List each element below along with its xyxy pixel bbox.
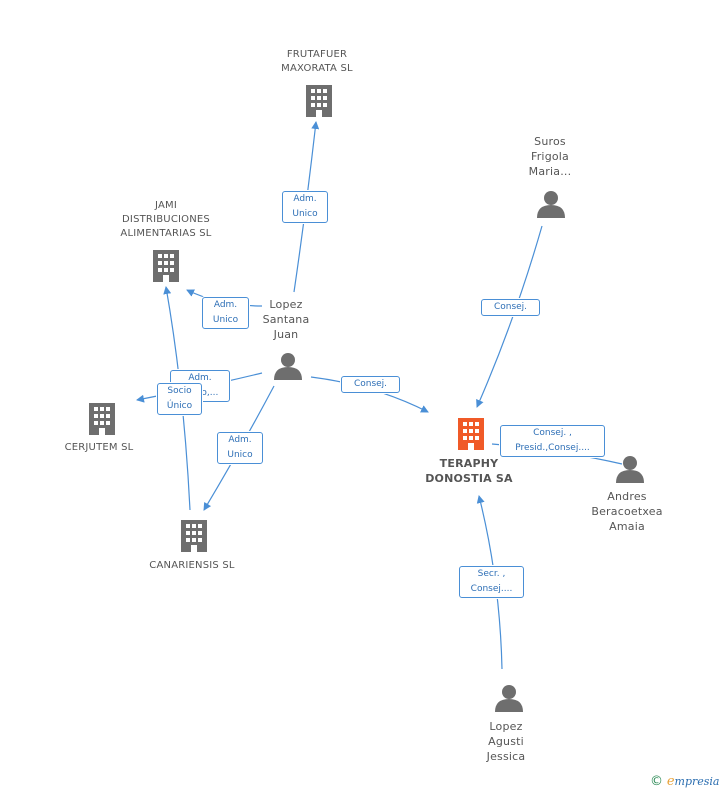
node-jami[interactable]: JAMI DISTRIBUCIONES ALIMENTARIAS SL [101, 199, 231, 241]
node-label-line: Frigola [530, 150, 569, 163]
edge-label-line: Consej. [353, 379, 388, 389]
edge-label-line: Unico [227, 450, 253, 460]
edge-label-line: Adm. [213, 300, 238, 310]
person-icon [537, 191, 565, 218]
node-andres[interactable]: Andres Beracoetxea Amaia [582, 489, 672, 534]
edge-label-adm-jami[interactable]: Adm. Unico [202, 297, 249, 329]
building-icon [153, 250, 179, 282]
edge-label-line: Adm. [188, 373, 212, 383]
node-cerjutem[interactable]: CERJUTEM SL [49, 441, 149, 455]
edge-label-line: Consej.... [470, 584, 513, 594]
building-icon-highlight [458, 418, 484, 450]
node-label-line: TERAPHY [439, 457, 499, 470]
building-icon [89, 403, 115, 435]
node-suros[interactable]: Suros Frigola Maria... [510, 134, 590, 179]
brand-name: mpresia [674, 775, 720, 788]
building-icon [181, 520, 207, 552]
edge-label-line: Presid.,Consej.... [515, 443, 590, 453]
empresia-logo: © empresia [650, 774, 720, 789]
edge-suros-teraphy [476, 225, 543, 408]
node-label-line: DONOSTIA SA [425, 472, 513, 485]
node-label-line: DISTRIBUCIONES [122, 214, 210, 225]
edge-label-line: Adm. [228, 435, 252, 445]
node-label-line: ALIMENTARIAS SL [120, 228, 212, 239]
node-label-line: FRUTAFUER [286, 49, 348, 60]
edge-label-line: Consej. [493, 302, 528, 312]
person-icon [274, 353, 302, 380]
edge-label-line: Socio [167, 386, 192, 396]
node-teraphy[interactable]: TERAPHY DONOSTIA SA [409, 456, 529, 486]
node-label-line: Santana [262, 313, 310, 326]
edge-label-adm-frutafuer[interactable]: Adm. Unico [282, 191, 328, 223]
node-label-line: Lopez [269, 298, 303, 311]
copyright-symbol: © [650, 774, 663, 789]
node-label-line: MAXORATA SL [281, 63, 353, 74]
node-label-line: Maria... [528, 165, 572, 178]
edge-label-secr-lopez[interactable]: Secr. , Consej.... [459, 566, 524, 598]
edge-label-adm-canariensis[interactable]: Adm. Unico [217, 432, 263, 464]
edge-label-line: Consej. , [533, 428, 572, 438]
node-label-line: Andres [607, 490, 647, 503]
node-label-line: JAMI [155, 200, 177, 211]
node-label-line: Jessica [486, 750, 526, 763]
node-lopez-santana[interactable]: Lopez Santana Juan [246, 297, 326, 342]
edge-label-line: Adm. [293, 194, 317, 204]
edge-label-line: Unico [212, 315, 239, 325]
edge-label-line: Secr. , [477, 569, 506, 579]
node-label-line: CERJUTEM SL [64, 442, 134, 453]
node-label-line: Beracoetxea [591, 505, 663, 518]
node-label-line: Lopez [489, 720, 523, 733]
edge-label-consej-andres[interactable]: Consej. , Presid.,Consej.... [500, 425, 605, 457]
edge-label-line: Unico [292, 209, 318, 219]
edge-label-socio-unico[interactable]: Socio Único [157, 383, 202, 415]
brand-e: e [666, 774, 675, 789]
edge-label-consej-teraphy[interactable]: Consej. [341, 376, 400, 393]
edge-label-consej-suros[interactable]: Consej. [481, 299, 540, 316]
building-icon [306, 85, 332, 117]
node-canariensis[interactable]: CANARIENSIS SL [132, 559, 252, 573]
person-icon [616, 456, 644, 483]
node-lopez-agusti[interactable]: Lopez Agusti Jessica [466, 719, 546, 764]
node-label-line: Amaia [609, 520, 645, 533]
node-label-line: Suros [534, 135, 566, 148]
node-label-line: Juan [273, 328, 299, 341]
edge-label-line: Único [166, 401, 193, 411]
person-icon [495, 685, 523, 712]
node-label-line: CANARIENSIS SL [149, 560, 235, 571]
node-label-line: Agusti [488, 735, 524, 748]
node-frutafuer[interactable]: FRUTAFUER MAXORATA SL [257, 48, 377, 76]
